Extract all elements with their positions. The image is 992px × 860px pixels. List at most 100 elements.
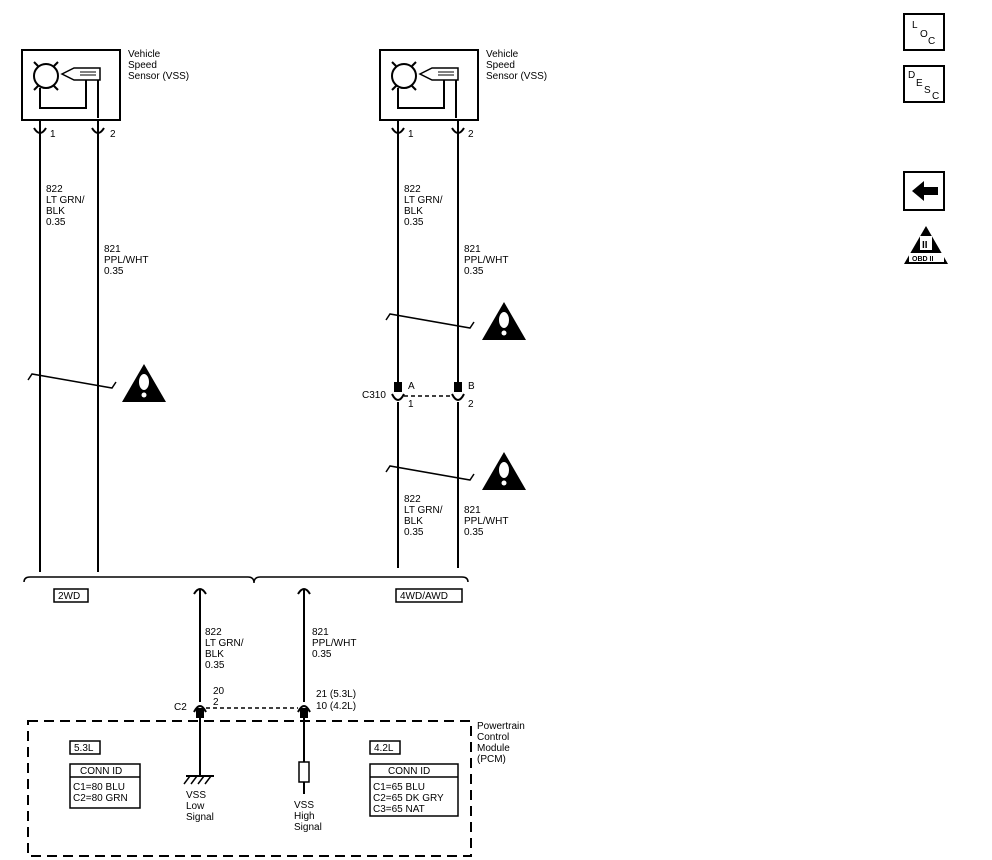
svg-text:LT GRN/: LT GRN/	[205, 638, 244, 649]
sensor-left: Vehicle Speed Sensor (VSS)	[21, 49, 189, 121]
svg-text:0.35: 0.35	[404, 527, 424, 538]
svg-text:Control: Control	[477, 732, 509, 743]
conn-id-table-42: CONN ID C1=65 BLU C2=65 DK GRY C3=65 NAT	[369, 763, 459, 817]
obd-ii-button[interactable]: II OBD II	[904, 226, 948, 264]
svg-text:PPL/WHT: PPL/WHT	[464, 255, 508, 266]
pcm-pin-822-top: 20	[213, 686, 225, 697]
engine-42-box	[369, 740, 401, 755]
desc-button[interactable]: D E S C	[903, 65, 945, 103]
warning-icon-right-lower	[482, 452, 526, 490]
sensor-right-label-1: Vehicle	[486, 49, 519, 60]
svg-text:C3=65 NAT: C3=65 NAT	[373, 804, 425, 815]
desc-letter-d: D	[908, 70, 915, 81]
option-2wd-box	[53, 588, 89, 603]
sensor-right-label-2: Speed	[486, 60, 515, 71]
sensor-left-symbol-icon	[33, 61, 101, 118]
desc-letter-s: S	[924, 85, 931, 96]
pcm-pin-821-top: 21 (5.3L)	[316, 689, 356, 700]
engine-42-label: 4.2L	[374, 743, 394, 754]
pcm-connector-label: C2	[174, 702, 187, 713]
svg-text:VSS: VSS	[186, 790, 206, 801]
desc-letter-e: E	[916, 78, 923, 89]
wire-821-pcm-break	[297, 588, 311, 595]
svg-text:Low: Low	[186, 801, 205, 812]
svg-text:821: 821	[464, 244, 481, 255]
svg-text:0.35: 0.35	[404, 217, 424, 228]
ground-icon	[183, 775, 214, 785]
sensor-left-label-1: Vehicle	[128, 49, 161, 60]
wire-821-right-lower-label: 821 PPL/WHT 0.35	[464, 505, 508, 538]
svg-text:BLK: BLK	[46, 206, 65, 217]
pcm-high-signal-label: VSS High Signal	[294, 800, 322, 833]
warning-icon-right-upper	[482, 302, 526, 340]
svg-text:822: 822	[404, 184, 421, 195]
resistor-icon	[298, 761, 310, 783]
option-4wd-label: 4WD/AWD	[400, 591, 448, 602]
pin-right-1-label: 1	[408, 129, 414, 140]
wire-822-pcm-break	[193, 588, 207, 595]
svg-text:C2=65 DK GRY: C2=65 DK GRY	[373, 793, 444, 804]
wire-822-left-label: 822 LT GRN/ BLK 0.35	[46, 184, 85, 228]
option-bracket	[23, 576, 469, 584]
svg-text:821: 821	[464, 505, 481, 516]
pcm-label: Powertrain Control Module (PCM)	[477, 721, 525, 765]
svg-text:0.35: 0.35	[464, 266, 484, 277]
connector-c310-pin-a: A	[408, 381, 415, 392]
engine-53-box	[69, 740, 101, 755]
twisted-pair-break-right-lower	[385, 465, 475, 481]
svg-text:Powertrain: Powertrain	[477, 721, 525, 732]
back-arrow-button[interactable]	[903, 171, 945, 211]
svg-text:Module: Module	[477, 743, 510, 754]
svg-text:BLK: BLK	[404, 516, 423, 527]
connector-c310-pin-b: B	[468, 381, 475, 392]
svg-text:High: High	[294, 811, 315, 822]
back-arrow-icon	[912, 181, 938, 201]
loc-button[interactable]: L O C	[903, 13, 945, 51]
svg-text:C2=80 GRN: C2=80 GRN	[73, 793, 128, 804]
wire-821-left-label: 821 PPL/WHT 0.35	[104, 244, 148, 277]
pcm-connector-c2	[193, 705, 311, 718]
svg-text:LT GRN/: LT GRN/	[404, 505, 443, 516]
connector-c310-pin-2: 2	[468, 399, 474, 410]
svg-text:0.35: 0.35	[464, 527, 484, 538]
loc-letter-c: C	[928, 36, 935, 47]
obd-ii-label: OBD II	[912, 256, 933, 263]
svg-text:PPL/WHT: PPL/WHT	[464, 516, 508, 527]
pin-left-1-label: 1	[50, 129, 56, 140]
svg-text:0.35: 0.35	[104, 266, 124, 277]
svg-text:CONN ID: CONN ID	[388, 766, 430, 777]
wire-821-pcm-label: 821 PPL/WHT 0.35	[312, 627, 356, 660]
svg-text:VSS: VSS	[294, 800, 314, 811]
pcm-module-outline	[27, 720, 472, 857]
svg-text:Signal: Signal	[186, 812, 214, 823]
pcm-pin-821-bottom: 10 (4.2L)	[316, 701, 356, 712]
connector-c310-label: C310	[362, 390, 386, 401]
svg-text:LT GRN/: LT GRN/	[404, 195, 443, 206]
svg-text:LT GRN/: LT GRN/	[46, 195, 85, 206]
sensor-right-label-3: Sensor (VSS)	[486, 71, 547, 82]
sensor-right: Vehicle Speed Sensor (VSS)	[379, 49, 547, 121]
warning-icon-left	[122, 364, 166, 402]
svg-text:821: 821	[312, 627, 329, 638]
wire-821-right-upper-label: 821 PPL/WHT 0.35	[464, 244, 508, 277]
svg-text:C1=80 BLU: C1=80 BLU	[73, 782, 125, 793]
pin-right-2-label: 2	[468, 129, 474, 140]
obd-ii-numeral: II	[922, 240, 928, 251]
svg-text:822: 822	[404, 494, 421, 505]
twisted-pair-break-right-upper	[385, 313, 475, 329]
svg-text:BLK: BLK	[205, 649, 224, 660]
connector-c310-pin-1: 1	[408, 399, 414, 410]
svg-text:PPL/WHT: PPL/WHT	[312, 638, 356, 649]
wire-822-pcm-label: 822 LT GRN/ BLK 0.35	[205, 627, 244, 671]
wire-822-right-upper-label: 822 LT GRN/ BLK 0.35	[404, 184, 443, 228]
connector-c310	[391, 382, 465, 401]
svg-text:C1=65 BLU: C1=65 BLU	[373, 782, 425, 793]
pcm-low-signal-label: VSS Low Signal	[186, 790, 214, 823]
svg-text:PPL/WHT: PPL/WHT	[104, 255, 148, 266]
svg-text:822: 822	[205, 627, 222, 638]
desc-letter-c: C	[932, 91, 939, 102]
svg-text:0.35: 0.35	[205, 660, 225, 671]
sensor-right-symbol-icon	[391, 61, 459, 118]
svg-text:(PCM): (PCM)	[477, 754, 506, 765]
